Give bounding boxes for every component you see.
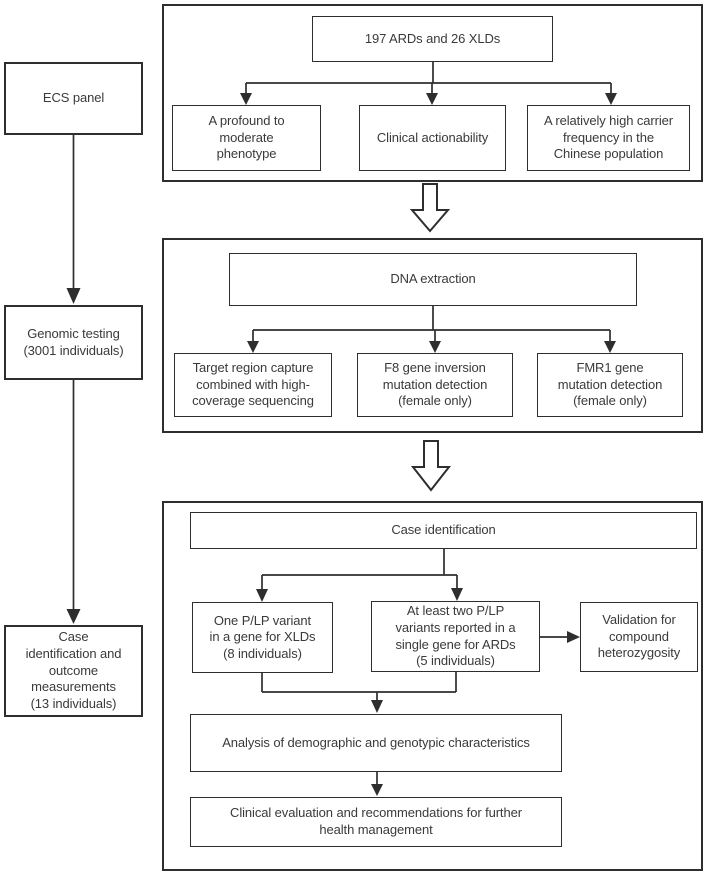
box-profound-phenotype: A profound to moderate phenotype [172, 105, 321, 171]
genomic-testing-label: Genomic testing (3001 individuals) [23, 325, 124, 358]
f8-inversion-label: F8 gene inversion mutation detection (fe… [382, 360, 488, 409]
arrowhead-analysis-to-clinical [371, 784, 383, 796]
arrowhead-stage1-right [605, 93, 617, 105]
box-fmr1-mutation: FMR1 gene mutation detection (female onl… [537, 353, 683, 417]
box-clinical-actionability: Clinical actionability [359, 105, 506, 171]
arrowhead-stage1-middle [426, 93, 438, 105]
box-analysis-demographics: Analysis of demographic and genotypic ch… [190, 714, 562, 772]
box-f8-inversion: F8 gene inversion mutation detection (fe… [357, 353, 513, 417]
box-ecs-panel: ECS panel [4, 62, 143, 135]
arrowhead-stage2-right [604, 341, 616, 353]
arrowhead-stage2-middle [429, 341, 441, 353]
arrowhead-validation [567, 631, 580, 643]
box-validation-heterozygosity: Validation for compound heterozygosity [580, 602, 698, 672]
box-two-plp-variants: At least two P/LP variants reported in a… [371, 601, 540, 672]
analysis-demographics-label: Analysis of demographic and genotypic ch… [222, 734, 530, 750]
box-case-identification: Case identification [190, 512, 697, 549]
target-capture-label: Target region capture combined with high… [192, 360, 314, 409]
panel-ecs-selection [162, 4, 703, 182]
dna-extraction-label: DNA extraction [390, 271, 476, 287]
arrowhead-stage2-left [247, 341, 259, 353]
box-dna-extraction: DNA extraction [229, 253, 637, 306]
flow-line-stage3-branch [261, 549, 458, 590]
case-identification-label: Case identification [391, 522, 496, 538]
arrowhead-stage3-right [451, 588, 463, 601]
arrowhead-stage1-left [240, 93, 252, 105]
arrowhead-merge [371, 700, 383, 713]
carrier-frequency-label: A relatively high carrier frequency in t… [544, 113, 673, 162]
panel-genomic-testing [162, 238, 703, 433]
flow-line-merge [261, 672, 457, 701]
profound-phenotype-label: A profound to moderate phenotype [208, 113, 285, 162]
clinical-actionability-label: Clinical actionability [376, 129, 489, 145]
fmr1-mutation-label: FMR1 gene mutation detection (female onl… [557, 360, 663, 409]
arrowhead-stage3-left [256, 589, 268, 602]
box-case-outcome: Case identification and outcome measurem… [4, 625, 143, 717]
panel-case-identification [162, 501, 703, 871]
one-plp-variant-label: One P/LP variant in a gene for XLDs (8 i… [209, 612, 316, 661]
ards-xlds-header-label: 197 ARDs and 26 XLDs [364, 30, 501, 46]
arrowhead-genomic-to-case [66, 609, 81, 624]
validation-heterozygosity-label: Validation for compound heterozygosity [597, 612, 681, 661]
two-plp-variants-label: At least two P/LP variants reported in a… [395, 603, 516, 669]
stage-arrow-1-icon [409, 183, 451, 233]
box-genomic-testing: Genomic testing (3001 individuals) [4, 305, 143, 380]
ecs-panel-label: ECS panel [42, 90, 105, 106]
flow-line-stage2-branch [252, 306, 611, 342]
case-outcome-label: Case identification and outcome measurem… [25, 629, 122, 711]
box-one-plp-variant: One P/LP variant in a gene for XLDs (8 i… [192, 602, 333, 673]
box-target-capture: Target region capture combined with high… [174, 353, 332, 417]
stage-arrow-2-icon [410, 440, 452, 492]
clinical-evaluation-label: Clinical evaluation and recommendations … [230, 805, 522, 837]
box-ards-xlds-header: 197 ARDs and 26 XLDs [312, 16, 553, 62]
box-carrier-frequency: A relatively high carrier frequency in t… [527, 105, 690, 171]
box-clinical-evaluation: Clinical evaluation and recommendations … [190, 797, 562, 847]
arrowhead-ecs-to-genomic [66, 288, 81, 304]
flow-line-stage1-branch [245, 62, 612, 94]
